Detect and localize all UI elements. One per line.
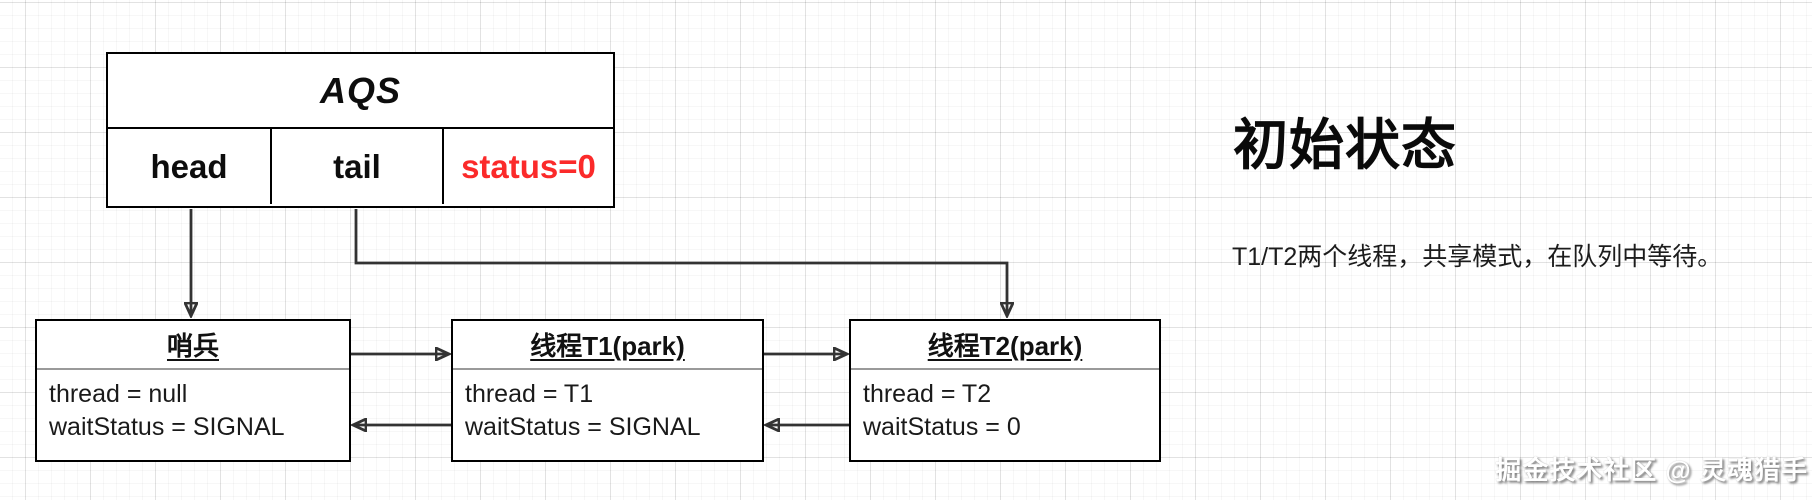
section-heading: 初始状态: [1233, 114, 1458, 176]
tail-arrow: [354, 209, 1007, 315]
aqs-cell-tail: tail: [270, 129, 442, 204]
node-sentinel: 哨兵 thread = null waitStatus = SIGNAL: [35, 319, 351, 462]
node-thread-t2: 线程T2(park) thread = T2 waitStatus = 0: [849, 319, 1161, 462]
node-t2-body: thread = T2 waitStatus = 0: [851, 370, 1159, 444]
node-sentinel-title: 哨兵: [37, 321, 349, 370]
aqs-table: AQS head tail status=0: [106, 52, 615, 208]
aqs-title: AQS: [108, 54, 613, 129]
node-field-waitstatus: waitStatus = SIGNAL: [465, 413, 701, 441]
node-field-thread: thread = T1: [465, 380, 594, 408]
node-sentinel-body: thread = null waitStatus = SIGNAL: [37, 370, 349, 444]
aqs-row: head tail status=0: [108, 129, 613, 204]
node-field-waitstatus: waitStatus = SIGNAL: [49, 413, 285, 441]
aqs-cell-head: head: [150, 147, 228, 185]
node-t2-title: 线程T2(park): [851, 321, 1159, 370]
node-field-thread: thread = null: [49, 380, 188, 408]
node-t1-title: 线程T1(park): [453, 321, 762, 370]
node-field-waitstatus: waitStatus = 0: [863, 413, 1021, 441]
node-field-thread: thread = T2: [863, 380, 992, 408]
node-thread-t1: 线程T1(park) thread = T1 waitStatus = SIGN…: [451, 319, 764, 462]
watermark: 掘金技术社区 @ 灵魂猎手: [1495, 455, 1808, 485]
section-description: T1/T2两个线程，共享模式，在队列中等待。: [1232, 243, 1723, 271]
node-t1-body: thread = T1 waitStatus = SIGNAL: [453, 370, 762, 444]
aqs-cell-status: status=0: [442, 129, 613, 204]
